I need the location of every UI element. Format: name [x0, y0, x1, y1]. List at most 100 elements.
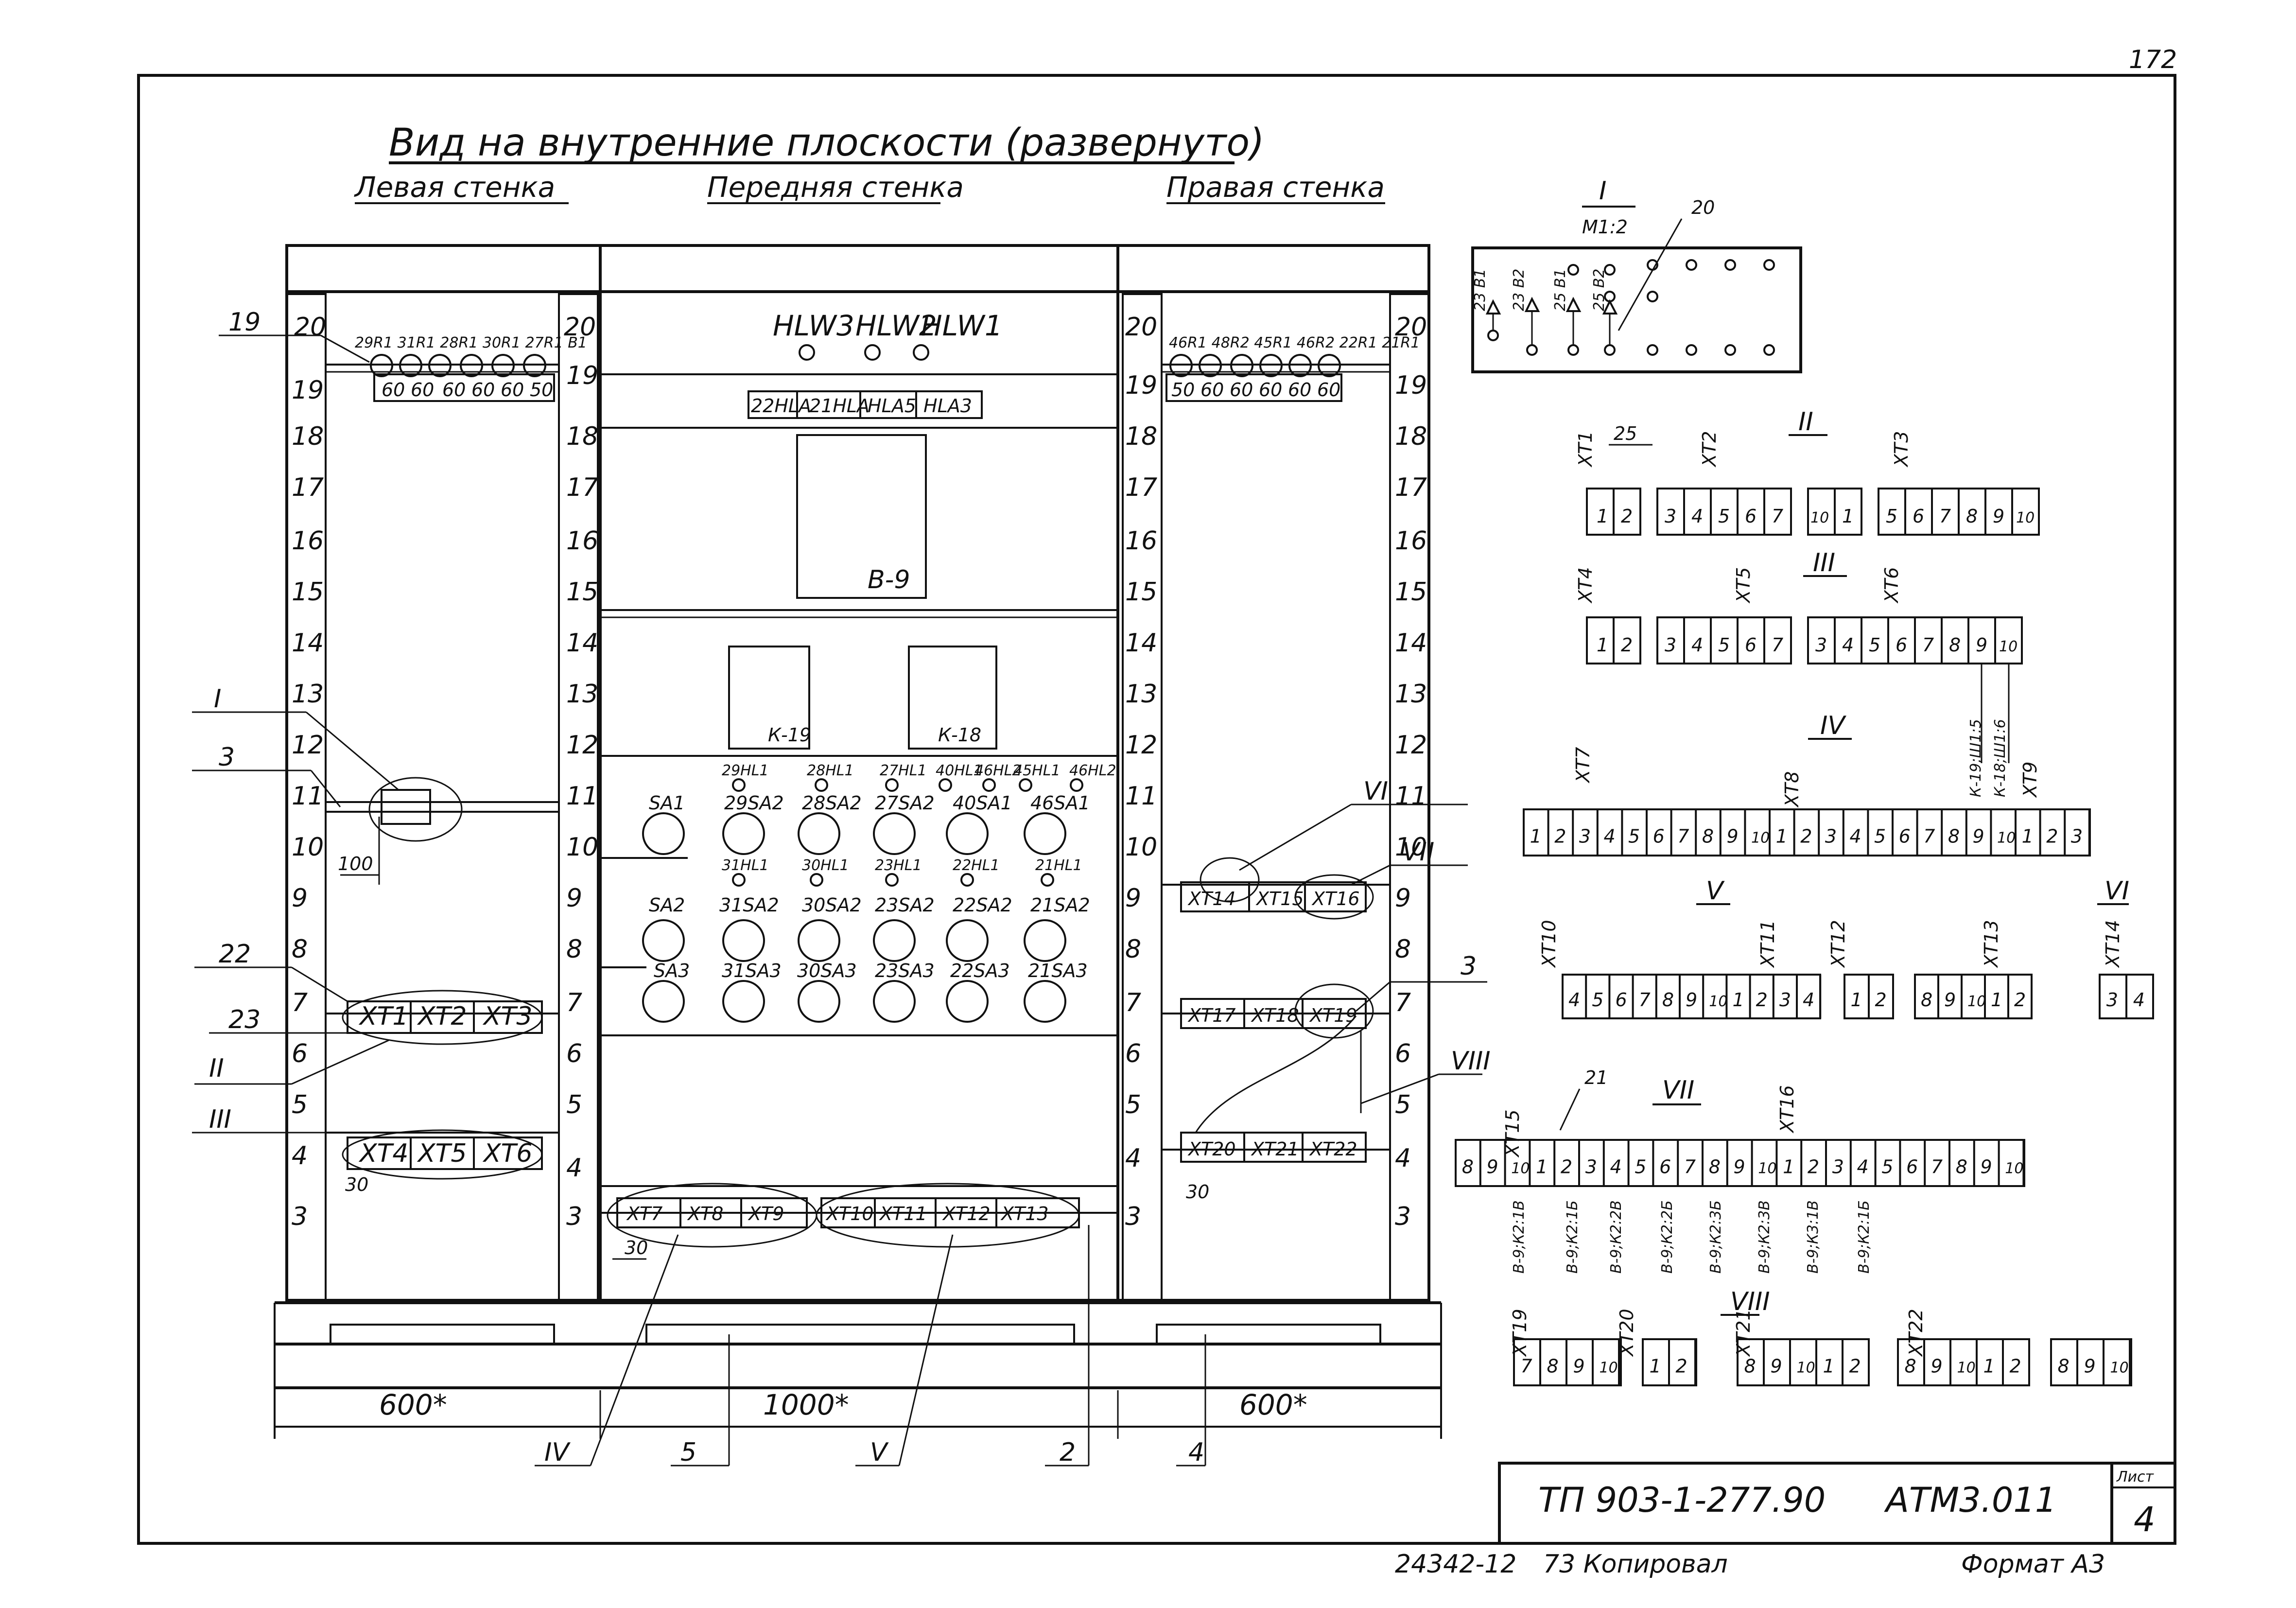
svg-text:К-18: К-18 [938, 724, 981, 746]
svg-text:XT9: XT9 [748, 1203, 784, 1224]
detail-v-cell: 2 [1756, 989, 1768, 1011]
svg-text:14: 14 [566, 629, 598, 658]
callouts: 19 I 3 22 23 II III VI VII 3 VIII IV 5 [192, 308, 1491, 1467]
svg-text:60: 60 [411, 379, 434, 401]
svg-text:60: 60 [1200, 379, 1224, 401]
svg-text:XT12: XT12 [1827, 920, 1849, 968]
svg-text:10: 10 [1810, 509, 1829, 526]
drawing-title: Вид на внутренние плоскости (развернуто) [389, 121, 1265, 165]
svg-text:30: 30 [625, 1237, 648, 1258]
svg-text:VI: VI [2105, 876, 2129, 906]
detail-iv-cell: 8 [1948, 825, 1960, 847]
detail-iv-cell: 3 [1825, 825, 1837, 847]
svg-text:13: 13 [292, 680, 324, 709]
svg-text:7: 7 [566, 988, 582, 1017]
svg-text:XT6: XT6 [1881, 567, 1902, 604]
svg-text:10: 10 [1395, 833, 1427, 862]
svg-text:20: 20 [294, 313, 326, 342]
svg-text:XT7: XT7 [1572, 747, 1594, 784]
svg-text:23 В2: 23 В2 [1511, 269, 1528, 311]
svg-text:14: 14 [292, 629, 324, 658]
svg-text:VII: VII [1402, 838, 1434, 867]
right-wall-terminals: XT14 XT15 XT16 XT17 XT18 XT19 XT20 XT21 … [1162, 857, 1390, 1203]
detail-viii-cell: 10 [1797, 1359, 1815, 1376]
svg-text:31SA2: 31SA2 [719, 894, 779, 916]
svg-text:20: 20 [1125, 313, 1157, 342]
detail-iv-cell: 6 [1899, 825, 1911, 847]
svg-text:HLW2: HLW2 [855, 309, 937, 342]
title-block: ТП 903-1-277.90 АТМ3.011 Лист 4 [1498, 1462, 2176, 1545]
right-wall-lamp-strip: 46R1 48R2 45R1 46R2 22R1 21R1 50 60 60 6… [1162, 334, 1420, 402]
svg-text:11: 11 [1125, 782, 1157, 811]
svg-text:30HL1: 30HL1 [802, 857, 849, 874]
detail-v-cell: 1 [1732, 989, 1744, 1011]
svg-text:VIII: VIII [1451, 1047, 1491, 1076]
svg-text:XT13: XT13 [1000, 1203, 1049, 1224]
svg-text:2: 2 [1621, 506, 1633, 527]
svg-text:50: 50 [530, 379, 553, 401]
svg-text:В-9;К2:1Б: В-9;К2:1Б [1564, 1200, 1581, 1274]
detail-iv-cell: 7 [1677, 825, 1689, 847]
detail-iv-cell: 5 [1628, 825, 1640, 847]
svg-text:60: 60 [382, 379, 405, 401]
svg-text:60: 60 [442, 379, 466, 401]
svg-text:В-9;К2:2Б: В-9;К2:2Б [1659, 1200, 1676, 1274]
svg-text:XT16: XT16 [1311, 888, 1360, 909]
svg-text:XT11: XT11 [879, 1203, 927, 1224]
sheet-label: Лист [2116, 1468, 2155, 1486]
svg-text:21HL1: 21HL1 [1035, 857, 1082, 874]
svg-text:15: 15 [566, 577, 598, 607]
svg-text:В-9;К3:1В: В-9;К3:1В [1805, 1200, 1822, 1274]
detail-iv-cell: 3 [1579, 825, 1591, 847]
svg-text:11: 11 [1395, 782, 1427, 811]
svg-text:18: 18 [1395, 422, 1427, 451]
svg-text:1: 1 [1597, 506, 1608, 527]
svg-text:11: 11 [292, 782, 324, 811]
svg-text:46R1 48R2 45R1 46R2 22R1 21R1: 46R1 48R2 45R1 46R2 22R1 21R1 [1169, 334, 1420, 351]
detail-viii-cell: 9 [1771, 1355, 1782, 1377]
svg-text:I: I [1599, 176, 1606, 206]
svg-text:11: 11 [566, 782, 598, 811]
svg-text:7: 7 [1772, 506, 1783, 527]
detail-vii-cell: 9 [1487, 1156, 1498, 1177]
svg-text:XT5: XT5 [417, 1139, 467, 1168]
svg-text:7: 7 [1125, 988, 1141, 1017]
svg-text:21SA3: 21SA3 [1028, 960, 1088, 981]
sheet-code: АТМ3.011 [1884, 1480, 2056, 1520]
svg-text:13: 13 [566, 680, 598, 709]
detail-v-cell: 1 [1851, 989, 1862, 1011]
front-wall-panels: В-9 К-19 К-18 [600, 427, 1118, 757]
svg-text:17: 17 [566, 473, 598, 502]
format-label: Формат А3 [1961, 1550, 2105, 1579]
detail-vii-cell: 6 [1659, 1156, 1671, 1177]
svg-text:XT7: XT7 [626, 1203, 662, 1224]
svg-text:6: 6 [1896, 634, 1907, 656]
detail-viii-cell: 9 [1931, 1355, 1943, 1377]
overall-dimensions: 600* 1000* 600* [275, 1388, 1441, 1439]
svg-text:SA1: SA1 [649, 792, 685, 814]
svg-text:В-9;К2:3Б: В-9;К2:3Б [1707, 1200, 1724, 1274]
svg-text:I: I [214, 684, 221, 714]
svg-text:XT20: XT20 [1187, 1138, 1236, 1160]
svg-text:XT22: XT22 [1309, 1138, 1357, 1160]
svg-text:30SA2: 30SA2 [802, 894, 862, 916]
svg-text:4: 4 [1842, 634, 1854, 656]
detail-viii-cell: 10 [1957, 1359, 1976, 1376]
svg-text:20: 20 [1691, 197, 1715, 218]
svg-text:22SA2: 22SA2 [953, 894, 1012, 916]
svg-text:22HLA: 22HLA [751, 395, 811, 417]
detail-viii-cell: 2 [1849, 1355, 1861, 1377]
svg-text:II: II [1798, 407, 1813, 437]
detail-vii-cell: 4 [1610, 1156, 1622, 1177]
svg-text:45HL1: 45HL1 [1013, 762, 1061, 779]
svg-text:IV: IV [1820, 711, 1846, 740]
svg-text:6: 6 [1745, 634, 1757, 656]
svg-text:12: 12 [1125, 731, 1157, 760]
svg-text:1000*: 1000* [763, 1388, 849, 1421]
svg-text:23SA3: 23SA3 [875, 960, 935, 981]
detail-iv-cell: 3 [2071, 825, 2083, 847]
detail-v-cell: 3 [2106, 989, 2118, 1011]
svg-text:XT13: XT13 [1981, 920, 2002, 968]
svg-text:7: 7 [1939, 506, 1951, 527]
svg-text:50: 50 [1171, 379, 1195, 401]
